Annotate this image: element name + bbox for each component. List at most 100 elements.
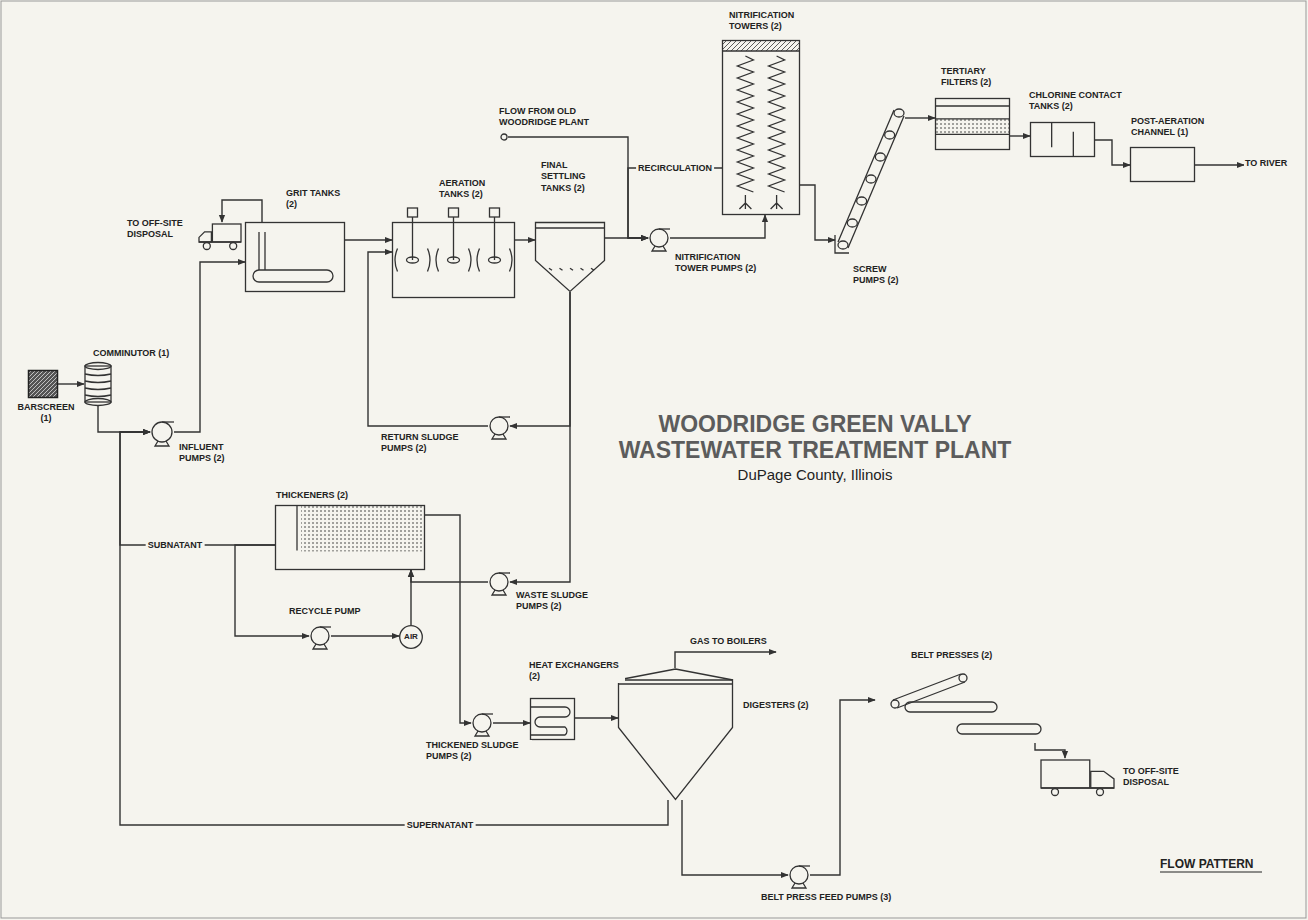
subtitle-text: DuPage County, Illinois <box>600 466 1030 483</box>
drawing-part <box>449 208 459 217</box>
pump-symbol: INFLUENT PUMPS (2) <box>150 420 174 444</box>
drawing-part <box>530 698 575 740</box>
drawing-part <box>275 505 425 570</box>
drawing-part <box>85 363 111 370</box>
drawing-part <box>959 674 967 682</box>
drawing-part <box>488 571 510 593</box>
drawing-part <box>723 41 799 51</box>
drawing-part <box>408 208 418 217</box>
drawing-part <box>790 866 808 884</box>
drawing-part <box>494 217 495 260</box>
drawing-part <box>1130 147 1195 182</box>
flow-line <box>1095 140 1130 165</box>
equipment-label: FLOW FROM OLD WOODRIDGE PLANT <box>498 106 605 129</box>
flow-line <box>682 800 788 875</box>
drawing-part <box>246 223 345 292</box>
drawing-part <box>1031 123 1095 157</box>
drawing-part <box>1091 771 1114 788</box>
equipment-label: COMMINUTOR (1) <box>92 348 170 359</box>
drawing-part <box>591 268 594 270</box>
outlet-node: TO RIVER <box>1244 158 1289 170</box>
drawing-part <box>838 241 848 249</box>
drawing-part <box>311 627 329 645</box>
drawing-part <box>490 417 508 435</box>
drawing-part <box>835 105 905 255</box>
equipment-label: BELT PRESSES (2) <box>910 650 993 661</box>
drawing-part <box>1040 758 1115 796</box>
drawing-part <box>473 714 491 732</box>
drawing-part <box>395 249 398 272</box>
drawing-part <box>428 249 431 272</box>
drawing-part <box>739 195 751 209</box>
drawing-part <box>84 362 112 406</box>
drawing-part <box>675 652 776 668</box>
equipment-label: TERTIARY FILTERS (2) <box>940 66 1012 89</box>
truck-symbol: TO OFF-SITE DISPOSAL <box>1040 758 1115 796</box>
drawing-part <box>935 106 1010 134</box>
drawing-part <box>618 683 733 684</box>
drawing-part <box>722 50 800 51</box>
drawing-part <box>1097 789 1104 796</box>
drawing-part <box>1041 787 1114 788</box>
drawing-part <box>85 395 111 397</box>
source-point: FLOW FROM OLD WOODRIDGE PLANT <box>500 133 508 141</box>
flow-line <box>235 545 309 636</box>
flow-line <box>800 185 835 240</box>
drawing-part <box>477 249 480 272</box>
drawing-part <box>400 626 423 649</box>
equipment-label: SCREW PUMPS (2) <box>852 264 916 287</box>
drawing-part <box>536 223 605 292</box>
drawing-part <box>722 40 800 215</box>
drawing-part <box>619 680 733 800</box>
flow-line <box>1195 164 1244 165</box>
drawing-part <box>560 268 563 270</box>
channel-box: POST-AERATION CHANNEL (1) <box>1130 147 1195 182</box>
drawing-part <box>253 270 333 282</box>
drawing-part <box>296 505 297 551</box>
equipment-label: TO OFF-SITE DISPOSAL <box>1122 766 1199 789</box>
aeration-tank: AERATION TANKS (2) <box>392 222 515 298</box>
drawing-part <box>799 865 810 866</box>
drawing-part <box>893 674 965 708</box>
drawing-part <box>531 699 575 740</box>
drawing-part <box>847 219 857 227</box>
equipment-label: HEAT EXCHANGERS (2) <box>528 660 625 683</box>
contact-tank: CHLORINE CONTACT TANKS (2) <box>1030 122 1095 157</box>
drawing-part <box>1030 122 1095 157</box>
drawing-part <box>320 626 331 627</box>
flow-line <box>515 239 535 240</box>
drawing-part <box>650 229 668 247</box>
drawing-part <box>936 99 1010 150</box>
drawing-part <box>245 222 345 292</box>
flow-line <box>810 700 875 875</box>
drawing-part <box>469 249 472 272</box>
flow-line <box>331 635 399 636</box>
drawing-part <box>570 268 573 270</box>
drawing-part <box>618 669 733 680</box>
diagram-title: WOODRIDGE GREEN VALLY WASTEWATER TREATME… <box>600 412 1030 464</box>
equipment-label: WASTE SLUDGE PUMPS (2) <box>515 590 607 613</box>
flow-line <box>575 717 618 718</box>
drawing-part <box>471 712 493 734</box>
drawing-part <box>85 366 111 402</box>
drawing-part <box>936 119 1009 135</box>
drawing-part <box>866 175 876 183</box>
flow-line <box>1035 743 1065 758</box>
drawing-part <box>1052 122 1074 157</box>
pump-symbol: RECYCLE PUMP <box>309 625 331 647</box>
drawing-part <box>618 668 733 800</box>
flow-line <box>222 200 262 222</box>
drawing-part <box>648 227 670 249</box>
equipment-label: BARSCREEN (1) <box>12 402 80 425</box>
equipment-label: RECYCLE PUMP <box>288 606 362 617</box>
air-symbol: AIR <box>399 625 423 649</box>
drawing-part <box>29 371 58 398</box>
flow-line <box>628 168 722 238</box>
flow-line <box>345 239 392 240</box>
drawing-part <box>530 707 570 735</box>
nitrification-tower: NITRIFICATION TOWERS (2) <box>722 40 800 215</box>
drawing-part <box>875 153 885 161</box>
pump-symbol: NITRIFICATION TOWER PUMPS (2) <box>648 227 670 249</box>
equipment-label: INFLUENT PUMPS (2) <box>178 442 242 465</box>
drawing-part <box>723 41 800 215</box>
